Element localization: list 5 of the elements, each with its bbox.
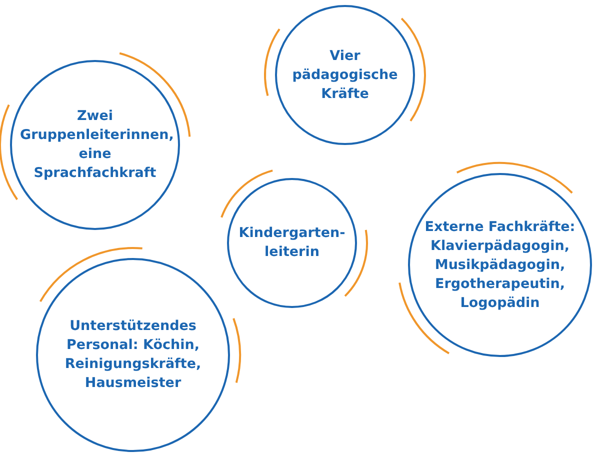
node-text: Unterstützendes Personal: Köchin, Reinigungskräfte, Hausmeister — [64, 317, 202, 393]
node-text: Vier pädagogische Kräfte — [291, 46, 399, 104]
node-text: Kindergarten-leiterin — [238, 224, 346, 262]
node-text: Zwei Gruppenleiterinnen, eine Sprachfachkraft — [20, 107, 170, 183]
node-text: Externe Fachkräfte: Klavierpädagogin, Musikpädagogin, Ergotherapeutin, Logopädin — [424, 218, 576, 312]
